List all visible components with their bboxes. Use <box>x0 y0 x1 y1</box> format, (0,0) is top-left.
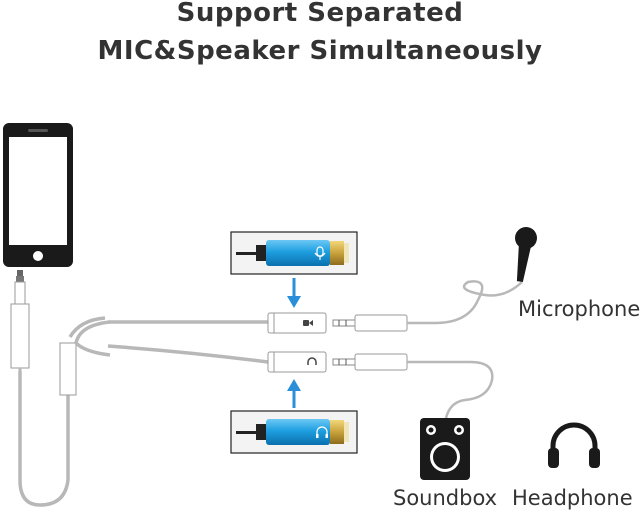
splitter-body <box>59 320 111 396</box>
headphone-icon <box>548 422 600 468</box>
speaker-male-plug <box>332 353 494 419</box>
smartphone-icon <box>3 123 73 267</box>
headphone-symbol-icon <box>316 426 328 438</box>
headphone-symbol-icon <box>307 357 317 365</box>
arrow-up-icon <box>287 379 301 408</box>
label-headphone: Headphone <box>512 486 633 510</box>
headphone-connector-photo <box>230 410 358 454</box>
soundbox-icon <box>420 418 470 480</box>
headphone-branch-cable <box>107 344 269 364</box>
headphone-female-jack <box>267 351 327 373</box>
label-microphone: Microphone <box>518 297 640 321</box>
mic-branch-cable <box>68 316 268 338</box>
title-line-2: MIC&Speaker Simultaneously <box>97 36 543 66</box>
mic-connector-photo <box>230 231 358 275</box>
mic-male-plug <box>332 280 523 332</box>
mic-symbol-icon <box>303 320 313 326</box>
microphone-icon <box>515 227 537 282</box>
title-line-1: Support Separated <box>176 0 464 28</box>
label-soundbox: Soundbox <box>393 486 498 510</box>
main-cable <box>18 370 70 507</box>
phone-plug <box>10 270 30 372</box>
mic-female-jack <box>267 312 327 334</box>
arrow-down-icon <box>287 278 301 308</box>
mic-symbol-icon <box>314 246 326 260</box>
